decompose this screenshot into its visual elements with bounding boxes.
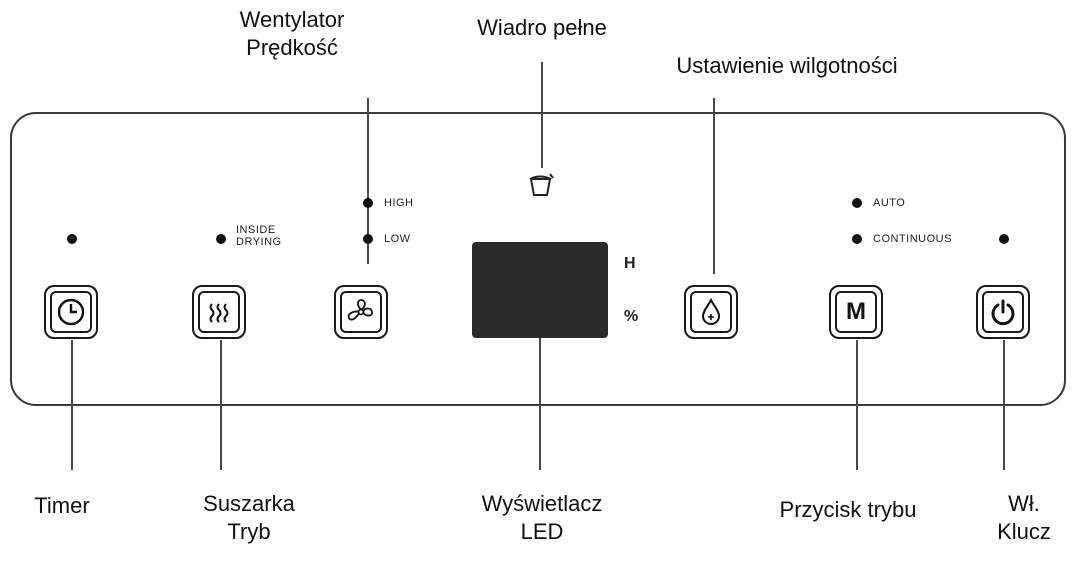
mode-button[interactable]: M	[829, 285, 883, 339]
power-key-line	[1003, 340, 1005, 470]
mode-button-label: Przycisk trybu	[779, 497, 917, 522]
led-display-line	[539, 338, 541, 470]
power-indicator-dot	[999, 234, 1009, 244]
timer-indicator-dot	[67, 234, 77, 244]
auto-indicator-label: AUTO	[873, 197, 906, 209]
timer-label: Timer	[34, 493, 90, 518]
control-panel	[10, 112, 1066, 406]
high-indicator-dot	[363, 198, 373, 208]
power-icon	[991, 299, 1015, 326]
drying-mode-label: Suszarka Tryb	[203, 491, 295, 544]
heat-waves-icon	[209, 303, 229, 323]
power-key-label: Wł. Klucz	[997, 491, 1051, 544]
fan-speed-button[interactable]	[334, 285, 388, 339]
humidity-setting-label: Ustawienie wilgotności	[676, 53, 898, 78]
humidity-setting-line	[713, 98, 715, 274]
fan-speed-label: Wentylator Prędkość	[239, 7, 345, 60]
bucket-icon	[529, 173, 554, 196]
auto-indicator-dot	[852, 198, 862, 208]
led-display-label: Wyświetlacz LED	[481, 491, 603, 544]
water-drop-icon	[701, 297, 721, 326]
mode-button-line	[856, 340, 858, 470]
bucket-full-label: Wiadro pełne	[477, 15, 607, 40]
timer-line	[71, 340, 73, 470]
fan-speed-line	[367, 98, 369, 264]
timer-button[interactable]	[44, 285, 98, 339]
humidity-unit-h: H	[624, 255, 636, 272]
mode-letter: M	[846, 298, 866, 325]
led-display	[472, 242, 608, 338]
high-indicator-label: HIGH	[384, 197, 414, 209]
humidity-setting-button[interactable]	[684, 285, 738, 339]
low-indicator-label: LOW	[384, 233, 411, 245]
inside-drying-indicator-label: INSIDE DRYING	[236, 224, 282, 248]
drying-mode-button[interactable]	[192, 285, 246, 339]
inside-drying-indicator-dot	[216, 234, 226, 244]
fan-icon	[347, 299, 373, 321]
continuous-indicator-label: CONTINUOUS	[873, 233, 952, 245]
humidity-unit-percent: %	[624, 308, 639, 325]
clock-icon	[57, 298, 85, 326]
continuous-indicator-dot	[852, 234, 862, 244]
drying-mode-line	[220, 340, 222, 470]
low-indicator-dot	[363, 234, 373, 244]
bucket-full-line	[541, 62, 543, 168]
power-button[interactable]	[976, 285, 1030, 339]
